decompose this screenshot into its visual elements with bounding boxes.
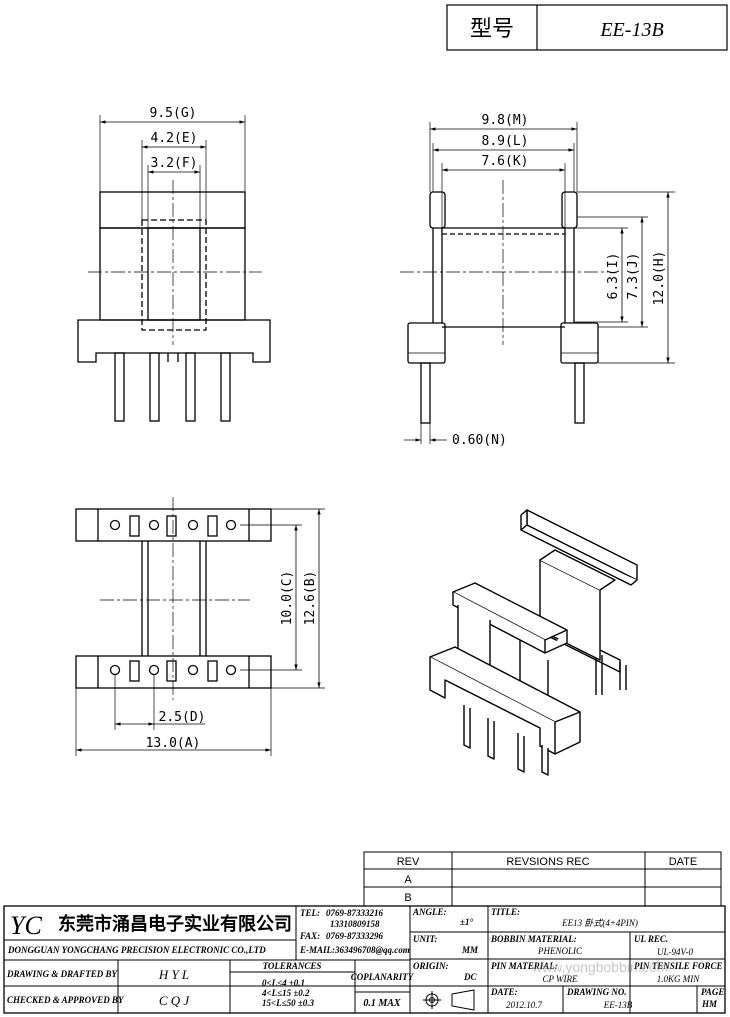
- dim-j: 7.3(J): [626, 253, 641, 300]
- page-label: PAGE: [701, 987, 724, 997]
- ul-value: UL-94V-0: [657, 947, 694, 957]
- drawing-no-value: EE-13B: [603, 1000, 633, 1010]
- dim-i: 6.3(I): [606, 253, 621, 300]
- drawn-label: DRAWING & DRAFTED BY: [6, 969, 118, 979]
- fax-label: FAX:: [299, 931, 320, 941]
- tensile-label: PIN TENSILE FORCE: [634, 961, 723, 971]
- rev-header: REV: [397, 856, 420, 868]
- coplanarity-value: 0.1 MAX: [363, 998, 401, 1009]
- checked-label: CHECKED & APPROVED BY: [7, 995, 125, 1005]
- bobbin-value: PHENOLIC: [537, 946, 583, 956]
- tel-value: 0769-87333216: [326, 908, 383, 918]
- rev-row-b: B: [404, 892, 411, 904]
- company-name-cn: 东莞市涌昌电子实业有限公司: [58, 913, 292, 935]
- date-value: 2012.10.7: [506, 1000, 543, 1010]
- pin-material-value: CP WIRE: [542, 974, 578, 984]
- dim-e: 4.2(E): [151, 131, 198, 146]
- dim-c: 10.0(C): [280, 571, 295, 626]
- unit-value: MM: [461, 945, 479, 955]
- bobbin-label: BOBBIN MATERIAL:: [490, 934, 577, 944]
- drawn-value: H Y L: [158, 967, 189, 982]
- checked-value: C Q J: [159, 993, 191, 1008]
- tel-value-2: 13310809158: [330, 919, 380, 929]
- bottom-view: [75, 497, 325, 756]
- origin-value: DC: [463, 972, 477, 982]
- model-number: EE-13B: [599, 19, 663, 41]
- date-header: DATE: [669, 856, 698, 868]
- company-name-en: DONGGUAN YONGCHANG PRECISION ELECTRONIC …: [7, 945, 266, 955]
- isometric-view: [429, 509, 638, 776]
- front-view: [77, 115, 271, 422]
- fax-value: 0769-87333296: [326, 931, 383, 941]
- tolerance-2: 4<L≤15 ±0.2: [261, 988, 310, 998]
- date-label: DATE:: [490, 987, 518, 997]
- tel-label: TEL:: [300, 908, 320, 918]
- title-value: EE13 卧式(4+4PIN): [561, 918, 638, 928]
- tensile-value: 1.0KG MIN: [657, 974, 700, 984]
- pin-material-label: PIN MATERIAL:: [491, 961, 558, 971]
- title-label: TITLE:: [491, 907, 520, 917]
- dim-h: 12.0(H): [652, 251, 667, 306]
- email: E-MAIL:363496708@qq.com: [299, 945, 410, 955]
- title-block-grid: [3, 905, 726, 1014]
- dim-f: 3.2(F): [151, 156, 198, 171]
- dim-b: 12.6(B): [303, 571, 318, 626]
- page-value: HM: [701, 999, 718, 1009]
- rec-header: REVSIONS REC: [506, 856, 589, 868]
- dim-g: 9.5(G): [150, 106, 197, 121]
- company-logo: YC: [10, 911, 42, 940]
- angle-value: ±1°: [460, 917, 473, 927]
- watermark: www.yongbobbin.com: [531, 959, 668, 975]
- origin-label: ORIGIN:: [413, 961, 449, 971]
- dim-d: 2.5(D): [159, 710, 206, 725]
- coplanarity-label: COPLANARITY: [351, 972, 415, 982]
- model-header: 型号 EE-13B: [446, 4, 728, 51]
- dim-m: 9.8(M): [482, 113, 529, 128]
- ul-label: UL REC.: [634, 934, 668, 944]
- dim-n: 0.60(N): [452, 433, 507, 448]
- projection-symbol-icon: [423, 989, 475, 1011]
- dim-k: 7.6(K): [482, 154, 529, 169]
- tolerance-3: 15<L≤50 ±0.3: [262, 998, 315, 1008]
- dim-a: 13.0(A): [146, 736, 201, 751]
- drawing-no-label: DRAWING NO.: [566, 987, 627, 997]
- tolerance-1: 0<L≤4 ±0.1: [262, 978, 305, 988]
- side-view: [400, 122, 675, 444]
- unit-label: UNIT:: [413, 934, 437, 944]
- angle-label: ANGLE:: [412, 907, 447, 917]
- dim-l: 8.9(L): [482, 134, 529, 149]
- tolerances-label: TOLERANCES: [263, 961, 322, 971]
- model-label: 型号: [470, 17, 514, 42]
- rev-row-a: A: [404, 874, 412, 886]
